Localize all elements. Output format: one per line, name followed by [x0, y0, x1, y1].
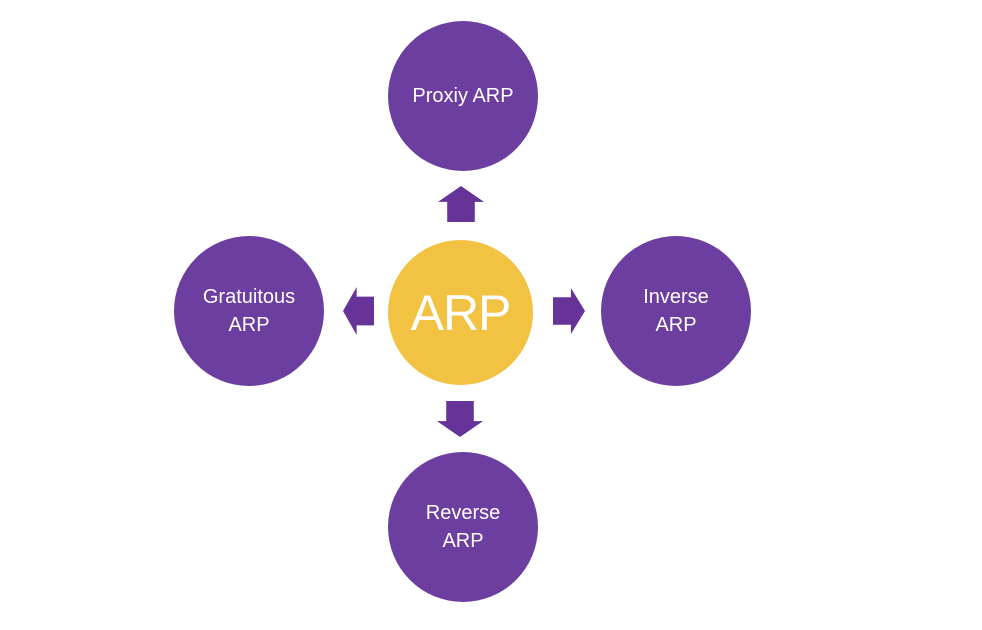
- node-inverse-arp-label: Inverse: [643, 286, 709, 308]
- arrow-left-icon: [343, 287, 374, 335]
- center-node-arp: ARP: [388, 240, 533, 385]
- node-inverse-arp: Inverse ARP: [601, 236, 751, 386]
- arrow-up-icon: [438, 186, 484, 222]
- node-reverse-arp-label: Reverse: [425, 502, 501, 524]
- center-node-arp-label: ARP: [410, 284, 512, 341]
- arrow-right-icon: [553, 288, 585, 334]
- arrow-down-icon: [437, 401, 483, 437]
- node-gratuitous-arp-label: Gratuitous: [202, 286, 296, 308]
- node-reverse-arp: Reverse ARP: [388, 452, 538, 602]
- node-gratuitous-arp: Gratuitous ARP: [174, 236, 324, 386]
- node-inverse-arp-label-line2: ARP: [655, 314, 697, 336]
- node-gratuitous-arp-label-line2: ARP: [228, 314, 270, 336]
- node-proxy-arp: Proxiy ARP: [388, 21, 538, 171]
- node-reverse-arp-label-line2: ARP: [442, 530, 484, 552]
- node-proxy-arp-label: Proxiy ARP: [412, 85, 514, 107]
